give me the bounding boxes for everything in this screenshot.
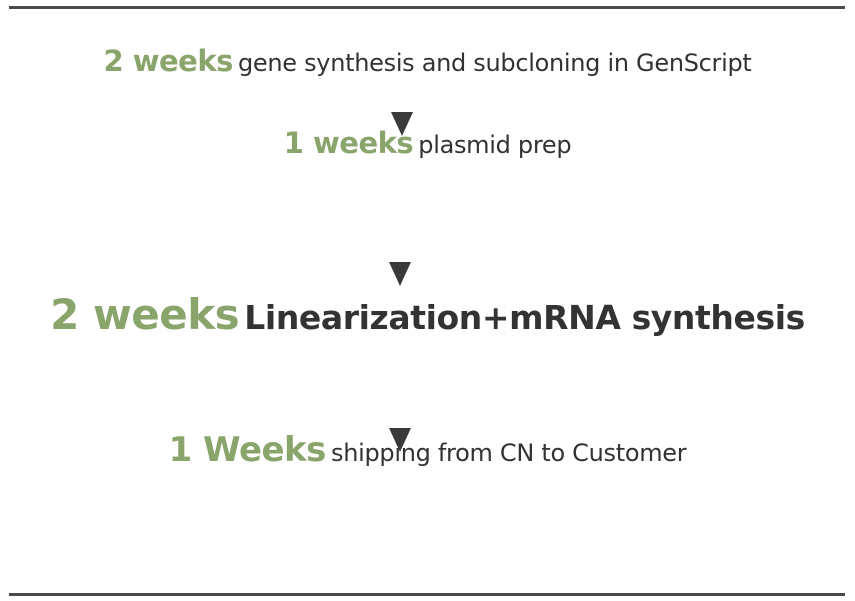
step-shipping: 1 Weeks shipping from CN to Customer <box>0 430 855 470</box>
down-arrow-icon <box>389 428 411 452</box>
bottom-divider <box>9 593 845 596</box>
down-arrow-icon <box>389 262 411 286</box>
top-divider <box>9 6 845 9</box>
step-plasmid-prep: 1 weeks plasmid prep <box>0 126 855 160</box>
step-duration: 2 weeks <box>103 44 233 78</box>
step-duration: 1 weeks <box>283 126 414 160</box>
step-description: gene synthesis and subcloning in GenScri… <box>238 49 752 77</box>
step-description: plasmid prep <box>418 131 572 159</box>
step-description: Linearization+mRNA synthesis <box>244 298 805 337</box>
step-gene-synthesis: 2 weeks gene synthesis and subcloning in… <box>0 44 855 78</box>
step-mrna-synthesis: 2 weeks Linearization+mRNA synthesis <box>0 290 855 339</box>
step-duration: 1 Weeks <box>168 430 327 470</box>
step-duration: 2 weeks <box>50 290 240 339</box>
down-arrow-icon <box>391 112 413 136</box>
step-description: shipping from CN to Customer <box>331 439 687 467</box>
